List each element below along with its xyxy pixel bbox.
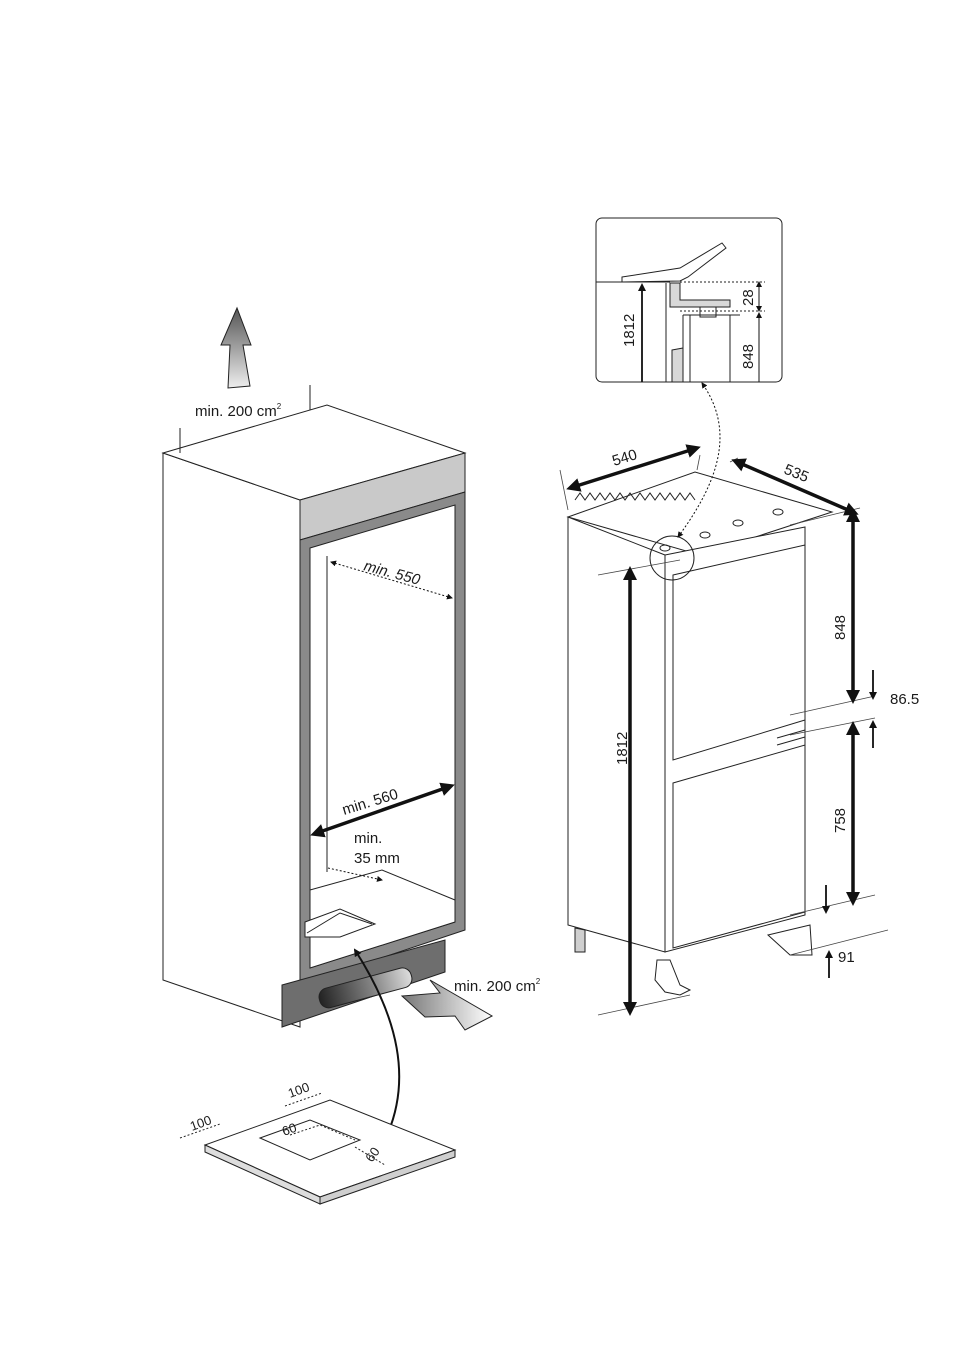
inset-door-label: 848 xyxy=(740,344,757,369)
left-dimensions xyxy=(310,560,455,882)
airflow-up-arrow xyxy=(220,306,252,389)
height-total-label: 1812 xyxy=(614,732,631,765)
airflow-in-arrow xyxy=(400,979,494,1031)
plinth-dim-a: 100 xyxy=(286,1079,312,1101)
upper-door-label: 848 xyxy=(832,615,849,640)
hinge-detail-inset xyxy=(595,217,783,383)
inset-height-label: 1812 xyxy=(621,314,638,347)
right-dimensions xyxy=(566,444,877,1016)
gap-label-line2: 35 mm xyxy=(354,850,400,867)
gap-between-label: 86.5 xyxy=(890,691,919,708)
gap-label-line1: min. xyxy=(354,830,382,847)
plinth-plate xyxy=(179,1092,457,1205)
plinth-dim-b: 100 xyxy=(188,1112,214,1134)
appliance-drawing xyxy=(566,471,834,996)
width-label: 540 xyxy=(610,446,639,470)
plinth-dim-c: 60 xyxy=(280,1120,299,1139)
cabinet-drawing xyxy=(161,385,467,1028)
vent-top-label: min. 200 cm2 xyxy=(195,402,282,420)
plinth-link-arrow xyxy=(353,948,401,1135)
detail-link-arrow xyxy=(677,382,721,538)
lower-door-label: 758 xyxy=(832,808,849,833)
vent-bottom-label: min. 200 cm2 xyxy=(454,977,541,995)
plinth-dim-d: 60 xyxy=(362,1144,383,1164)
bottom-label: 91 xyxy=(838,949,855,966)
inset-top-label: 28 xyxy=(740,289,757,306)
